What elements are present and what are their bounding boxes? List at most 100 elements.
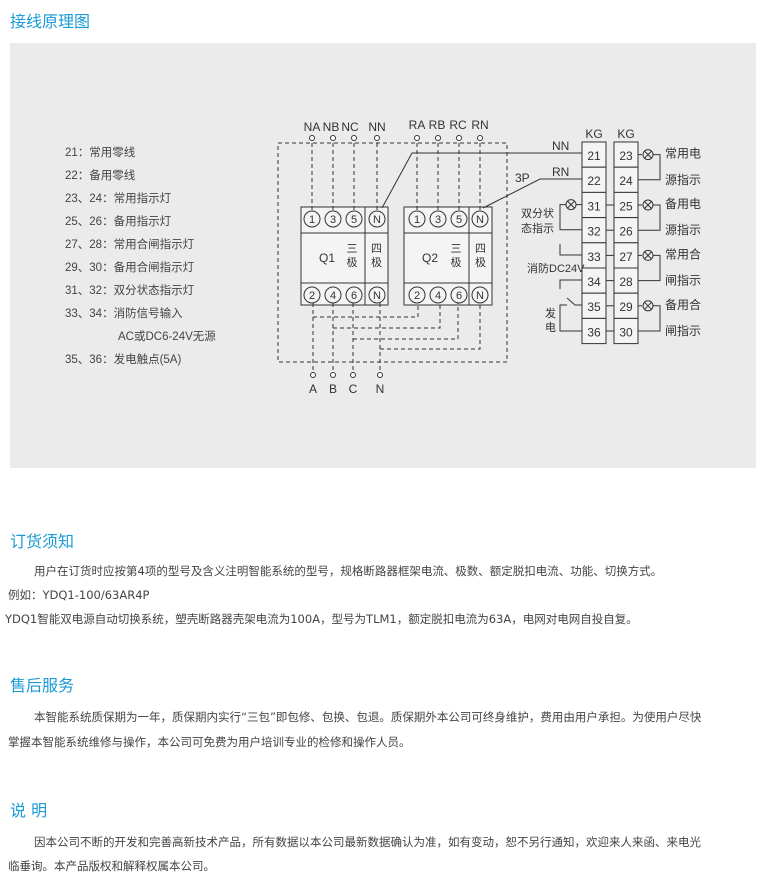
terminal-circle	[471, 210, 489, 228]
breaker-name: Q1	[319, 251, 335, 265]
dual-off-label: 双分状	[521, 206, 554, 220]
legend-item: 35、36：发电触点(5A)	[65, 352, 181, 366]
breaker-name: Q2	[422, 251, 438, 265]
kg-terminal-number: 22	[587, 174, 601, 188]
ordering-title: 订货须知	[10, 532, 75, 551]
terminal-circle	[345, 210, 363, 228]
terminal-label: 4	[330, 290, 336, 302]
kg-terminal-number: 26	[619, 225, 633, 239]
ordering-text-2: YDQ1智能双电源自动切换系统，塑壳断路器壳架电流为100A，型号为TLM1，额…	[5, 612, 638, 626]
terminal-circle	[303, 210, 321, 228]
kg-terminal-number: 35	[587, 300, 601, 314]
service-text-2: 掌握本智能系统维修与操作，本公司可免费为用户培训专业的检修和操作人员。	[8, 735, 411, 749]
kg-terminal-number: 32	[587, 225, 601, 239]
legend-item: 31、32：双分状态指示灯	[65, 283, 195, 297]
indicator-lamp-icon	[642, 149, 654, 161]
legend-item: 23、24：常用指示灯	[65, 191, 172, 205]
kg-terminal-number: 25	[619, 199, 633, 213]
terminal-label: N	[373, 214, 381, 226]
terminal-circle	[368, 286, 386, 304]
terminal-block	[581, 267, 607, 294]
indicator-lamp-icon	[565, 199, 577, 211]
terminal-label: 3	[435, 214, 441, 226]
top-terminal-label: RN	[471, 118, 488, 132]
legend-item: 33、34：消防信号输入	[65, 306, 183, 320]
indicator-label: 源指示	[665, 222, 701, 237]
kg-terminal-number: 28	[619, 275, 633, 289]
legend-item: 21：常用零线	[65, 145, 136, 159]
indicator-lamp-icon	[642, 249, 654, 261]
terminal-circle	[429, 210, 447, 228]
output-terminal-label: A	[309, 382, 317, 396]
service-text-1: 本智能系统质保期为一年，质保期内实行“三包”即包修、包换、包退。质保期外本公司可…	[34, 710, 702, 724]
top-terminal-label: RA	[409, 118, 426, 132]
pole-label: 极	[451, 255, 462, 269]
terminal-circle	[450, 286, 468, 304]
terminal-label: 4	[435, 290, 441, 302]
ordering-text-1: 用户在订货时应按第4项的型号及含义注明智能系统的型号，规格断路器框架电流、极数、…	[34, 564, 663, 578]
pole-label: 极	[347, 255, 358, 269]
terminal-label: N	[373, 290, 381, 302]
pole-label: 三	[347, 243, 358, 255]
kg-terminal-number: 34	[587, 275, 601, 289]
kg-terminal-number: 31	[587, 199, 601, 213]
kg-terminal-number: 29	[619, 300, 633, 314]
terminal-circle	[471, 286, 489, 304]
top-terminal-label: RB	[429, 118, 446, 132]
top-terminal-label: NA	[304, 120, 321, 134]
terminal-block	[613, 166, 639, 193]
pole-label: 极	[371, 255, 382, 269]
dual-off-label: 态指示	[521, 221, 554, 235]
wire-label: 3P	[515, 171, 530, 185]
terminal-label: N	[476, 214, 484, 226]
kg-label: KG	[585, 127, 602, 141]
terminal-label: 3	[330, 214, 336, 226]
indicator-lamp-icon	[642, 199, 654, 211]
terminal-label: 6	[456, 290, 462, 302]
pole-label: 四	[371, 243, 382, 255]
terminal-circle	[408, 210, 426, 228]
indicator-label: 备用电	[665, 197, 701, 211]
terminal-circle	[429, 286, 447, 304]
legend-item: 27、28：常用合闸指示灯	[65, 237, 195, 251]
legend-item: 29、30：备用合闸指示灯	[65, 260, 195, 274]
indicator-label: 源指示	[665, 172, 701, 187]
output-terminal-label: N	[376, 382, 385, 396]
wiring-title: 接线原理图	[10, 12, 91, 31]
breaker-q2	[403, 206, 493, 306]
legend-item: 25、26：备用指示灯	[65, 214, 172, 228]
terminal-block	[613, 141, 639, 168]
generator-label: 发	[545, 306, 556, 320]
indicator-label: 常用合	[665, 246, 701, 261]
kg-terminal-number: 23	[619, 149, 633, 163]
kg-terminal-number: 24	[619, 174, 633, 188]
terminal-label: 1	[309, 214, 315, 226]
terminal-circle	[324, 210, 342, 228]
terminal-block	[613, 292, 639, 319]
terminal-circle	[408, 286, 426, 304]
terminal-block	[613, 317, 639, 345]
kg-terminal-number: 30	[619, 325, 633, 339]
kg-terminal-number: 21	[587, 149, 601, 163]
wire-label: RN	[552, 165, 569, 179]
pole-label: 四	[475, 243, 486, 255]
indicator-label: 闸指示	[665, 323, 701, 338]
terminal-label: 1	[414, 214, 420, 226]
kg-terminal-number: 27	[619, 250, 633, 264]
notes-text-2: 临垂询。本产品版权和解释权属本公司。	[8, 859, 215, 873]
terminal-circle	[303, 286, 321, 304]
terminal-label: 5	[456, 214, 462, 226]
ordering-example: 例如：YDQ1-100/63AR4P	[8, 588, 150, 602]
indicator-label: 常用电	[665, 147, 701, 161]
legend-list: 21：常用零线22：备用零线23、24：常用指示灯25、26：备用指示灯27、2…	[65, 145, 216, 366]
top-terminal-label: NN	[368, 120, 385, 134]
breaker-q1	[300, 206, 389, 306]
generator-label: 电	[545, 321, 556, 334]
fire-signal-label: 消防DC24V	[527, 261, 585, 275]
kg-terminal-number: 33	[587, 250, 601, 264]
top-terminal-label: RC	[449, 118, 467, 132]
pole-label: 极	[475, 255, 486, 269]
service-title: 售后服务	[10, 676, 75, 695]
legend-item: AC或DC6-24V无源	[118, 329, 216, 343]
